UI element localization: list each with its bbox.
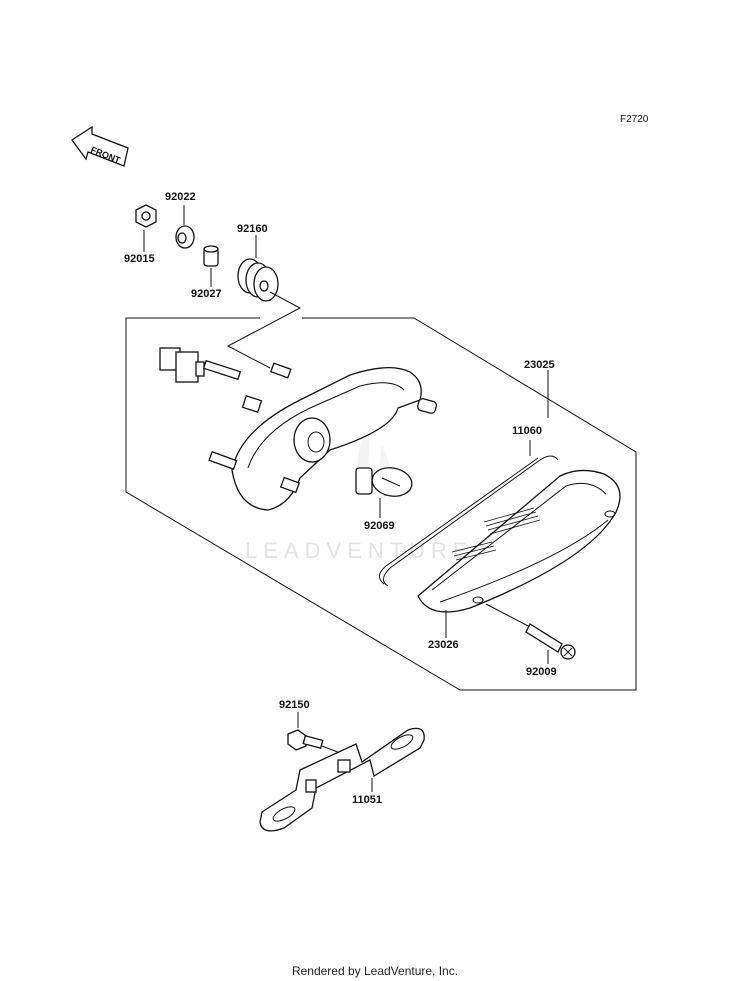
part-label-92069: 92069	[364, 520, 395, 532]
part-label-11051: 11051	[352, 794, 382, 806]
tail-light-housing-icon	[159, 347, 437, 511]
bolt-92150-icon	[287, 729, 349, 757]
bulb-92069-icon	[355, 467, 413, 497]
grommet-92160-icon	[237, 258, 279, 302]
part-label-23026: 23026	[428, 639, 459, 651]
lens-23026-icon	[417, 469, 621, 613]
watermark: LEADVENTURE	[245, 538, 474, 563]
assembly-frame	[125, 317, 637, 691]
front-arrow-icon: FRONT	[71, 125, 129, 167]
part-label-92009: 92009	[526, 666, 557, 678]
screw-92009-icon	[485, 603, 576, 660]
collar-92027-icon	[203, 245, 219, 267]
part-label-11060: 11060	[512, 425, 542, 437]
gasket-11060-icon	[379, 455, 559, 587]
part-label-92015: 92015	[124, 253, 155, 265]
part-label-92150: 92150	[279, 699, 310, 711]
part-label-23025: 23025	[524, 359, 555, 371]
part-label-92022: 92022	[165, 191, 196, 203]
part-label-92027: 92027	[191, 288, 222, 300]
bracket-11051-icon	[259, 727, 425, 832]
nut-92015-icon	[135, 204, 157, 228]
figure-id: F2720	[620, 114, 649, 125]
washer-92022-icon	[175, 225, 195, 249]
footer-credit: Rendered by LeadVenture, Inc.	[291, 964, 459, 978]
part-label-92160: 92160	[237, 223, 268, 235]
